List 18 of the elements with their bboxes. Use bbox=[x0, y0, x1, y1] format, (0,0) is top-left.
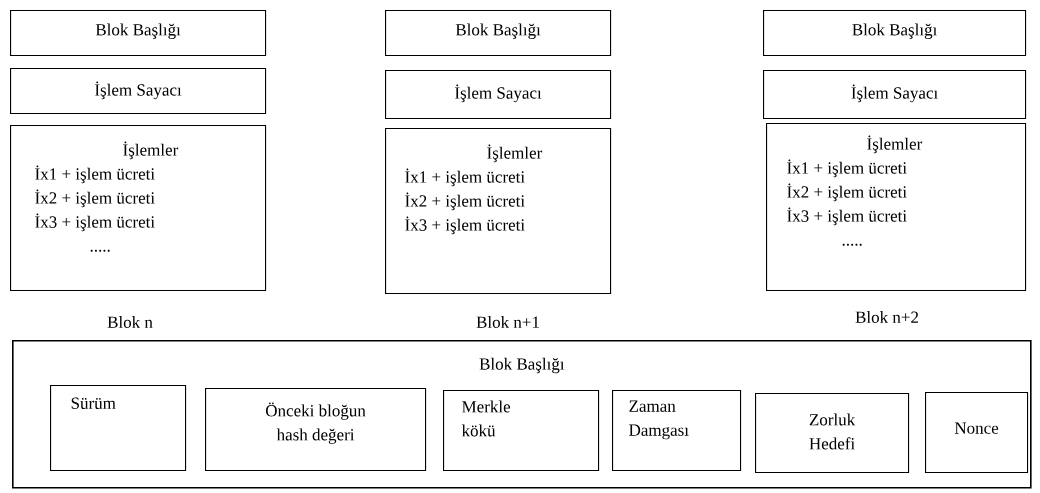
counter-box: İşlem Sayacı bbox=[10, 68, 267, 115]
transactions-box: İşlemler İx1 + işlem ücreti İx2 + işlem ücreti İx3 + işlem ücreti ..... bbox=[10, 125, 267, 292]
field-box: Merkle kökü bbox=[443, 389, 600, 472]
block-label: Blok n+2 bbox=[855, 311, 918, 323]
field-box: Nonce bbox=[925, 391, 1029, 474]
counter-box: İşlem Sayacı bbox=[385, 70, 612, 120]
field-box: Sürüm bbox=[50, 384, 187, 472]
block-label: Blok n bbox=[107, 316, 153, 328]
transactions-box: İşlemler İx1 + işlem ücreti İx2 + işlem ücreti İx3 + işlem ücreti bbox=[385, 128, 612, 295]
counter-box: İşlem Sayacı bbox=[763, 70, 1027, 120]
header-box: Blok Başlığı bbox=[763, 10, 1027, 57]
field-box: Önceki bloğun hash değeri bbox=[205, 387, 427, 472]
field-box: Zorluk Hedefi bbox=[755, 392, 910, 474]
transactions-box: İşlemler İx1 + işlem ücreti İx2 + işlem ücreti İx3 + işlem ücreti ..... bbox=[766, 123, 1027, 292]
header-box: Blok Başlığı bbox=[385, 10, 612, 57]
field-box: Zaman Damgası bbox=[612, 389, 742, 472]
block-label: Blok n+1 bbox=[476, 316, 539, 328]
header-box: Blok Başlığı bbox=[10, 10, 267, 57]
